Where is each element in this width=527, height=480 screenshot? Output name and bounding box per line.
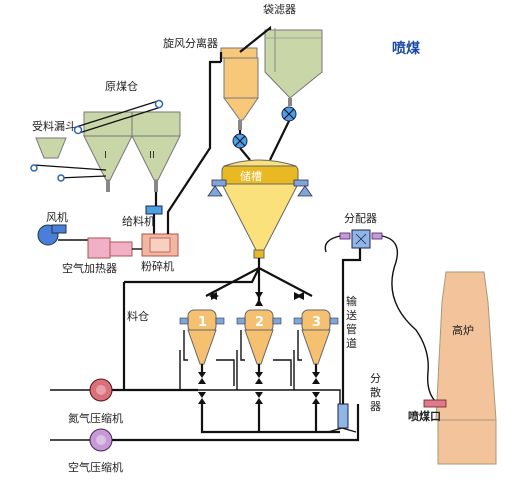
- nitrogen-compressor-icon: [89, 378, 113, 402]
- blast-furnace: [435, 271, 497, 465]
- tank1-outlet-valves-icon: [198, 372, 206, 404]
- disperser-label-1: 分: [370, 372, 381, 385]
- feed-tank-2-number: 2: [255, 315, 264, 330]
- receiving-hopper-label: 受料漏斗: [32, 119, 76, 133]
- tank1-frame: [183, 330, 188, 361]
- conveying-pipe-label-4: 道: [346, 336, 357, 350]
- injection-port-label: 喷煤口: [408, 409, 441, 423]
- distributor: [339, 229, 383, 249]
- raw-coal-bin: [83, 111, 181, 192]
- receiving-hopper: [35, 137, 67, 159]
- crusher-to-cyclone-pipe: [166, 60, 221, 234]
- fan-icon: [37, 224, 67, 246]
- cyclone-label: 旋风分离器: [163, 36, 218, 50]
- conveying-pipe-label-3: 管: [346, 322, 357, 336]
- crusher: [141, 233, 179, 257]
- nitrogen-compressor-label: 氮气压缩机: [68, 411, 123, 425]
- feed-tank-1-number: 1: [198, 315, 207, 330]
- cyclone-to-filter-pipe: [239, 25, 272, 53]
- distributor-left-hose: [324, 235, 341, 253]
- feeder: [145, 205, 163, 215]
- bin-two-label: II: [149, 150, 155, 161]
- cyclone-valve-icon: [232, 133, 248, 149]
- conveying-pipe-label-1: 输: [346, 294, 357, 308]
- tank2-inlet-valve-icon: [255, 292, 263, 306]
- tank3-inlet-valve-icon: [294, 292, 304, 300]
- conveying-pipe-label-2: 送: [346, 308, 357, 322]
- storage-to-tank3-pipe: [258, 267, 313, 297]
- injection-port-icon: [423, 399, 447, 408]
- feed-tank-1: [179, 309, 225, 365]
- feeder-label: 给料机: [122, 214, 155, 228]
- nitrogen-to-storage-pipe: [124, 267, 260, 284]
- filter-to-storage-pipe: [269, 120, 290, 161]
- feed-tank-3-number: 3: [312, 315, 321, 330]
- storage-to-tank1-pipe: [205, 258, 261, 297]
- disperser: [327, 403, 357, 433]
- disperser-label-2: 散: [370, 385, 381, 399]
- air-compressor-icon: [89, 428, 113, 452]
- cyclone-to-storage-pipe: [239, 147, 251, 161]
- distributor-to-furnace-hose: [381, 235, 437, 403]
- air-compressor-label: 空气压缩机: [68, 460, 123, 474]
- air-heater-label: 空气加热器: [62, 261, 117, 275]
- feed-tank-label: 料仓: [127, 309, 149, 323]
- bag-filter-valve-icon: [281, 106, 297, 122]
- air-heater: [87, 237, 133, 259]
- tank2-bypass: [273, 359, 292, 386]
- bag-filter-label: 袋滤器: [263, 2, 296, 16]
- tank1-bypass: [216, 359, 235, 386]
- storage-support-left: [207, 179, 227, 197]
- conveying-pipe: [341, 248, 362, 404]
- fan-label: 风机: [46, 210, 68, 224]
- tank2-outlet-valves-icon: [255, 372, 263, 404]
- storage-tank-label: 储槽: [240, 169, 262, 183]
- tank2-frame: [240, 330, 245, 361]
- feed-tank-2: [236, 309, 282, 365]
- storage-support-right: [293, 179, 313, 197]
- cyclone-separator: [220, 47, 259, 130]
- blast-furnace-label: 高炉: [452, 323, 474, 337]
- tank3-frame: [297, 330, 302, 361]
- diagram-title: 喷煤: [392, 40, 421, 57]
- raw-coal-bin-label: 原煤仓: [105, 79, 138, 93]
- disperser-label-3: 器: [370, 400, 381, 413]
- lower-conveyor-belt: [30, 164, 107, 182]
- tank3-outlet-valves-icon: [312, 372, 320, 404]
- air-compressor-to-disperser-pipe: [112, 404, 360, 442]
- bin-one-label: I: [104, 150, 107, 161]
- nitrogen-bottom-pipe: [180, 389, 341, 404]
- bag-filter: [264, 28, 323, 106]
- crusher-label: 粉碎机: [141, 259, 174, 273]
- distributor-label: 分配器: [344, 212, 377, 225]
- tank1-inlet-valve-icon: [209, 292, 219, 300]
- upper-conveyor-belt: [73, 99, 164, 135]
- storage-tank: [221, 159, 299, 259]
- feed-tank-3: [293, 309, 339, 365]
- tank1-to-disperser-pipe: [200, 404, 340, 434]
